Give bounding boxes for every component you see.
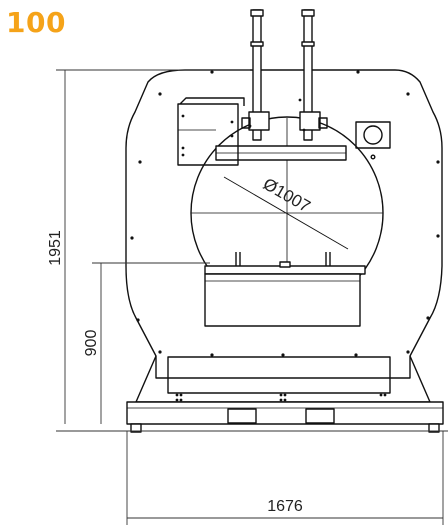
fan-icon (363, 125, 383, 145)
width-label: 1676 (267, 498, 303, 515)
diameter-leader-line (223, 176, 349, 250)
lower-panel (167, 356, 391, 394)
conveyor-body (204, 273, 361, 327)
model-number: 100 (6, 6, 66, 39)
base-frame (126, 401, 444, 425)
foot-left (130, 423, 142, 433)
fan-box (355, 121, 391, 149)
control-box (177, 97, 245, 166)
screw-dots (130, 70, 440, 402)
loading-height-label: 900 (83, 330, 100, 357)
forklift-pocket-left (227, 408, 257, 424)
foot-right (428, 423, 440, 433)
machine-housing (125, 69, 443, 379)
total-height-label: 1951 (47, 230, 64, 266)
forklift-pocket-right (305, 408, 335, 424)
